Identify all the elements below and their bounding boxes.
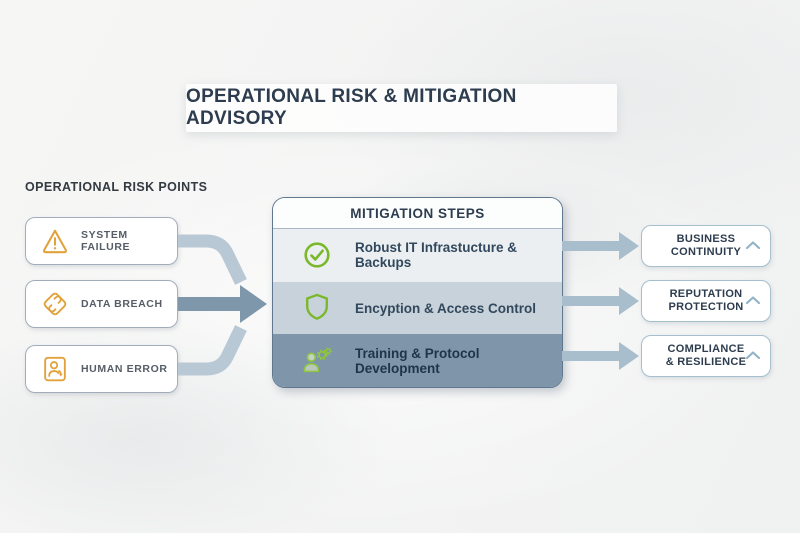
outcome-label-line2: PROTECTION	[668, 301, 744, 313]
step-label: Training & Protocol Development	[355, 345, 480, 376]
risk-node-human-error: HUMAN ERROR	[25, 345, 178, 393]
outcome-compliance-resilience: COMPLIANCE & RESILIENCE	[641, 335, 771, 377]
shield-icon	[301, 292, 333, 324]
chevron-up-icon	[745, 292, 761, 310]
outcome-business-continuity: BUSINESS CONTINUITY	[641, 225, 771, 267]
outcome-label-line1: BUSINESS	[676, 232, 736, 245]
warning-triangle-icon	[39, 225, 71, 257]
risk-points-heading: OPERATIONAL RISK POINTS	[25, 180, 208, 194]
step-label: Robust IT Infrastucture & Backups	[355, 240, 518, 271]
title-card: OPERATIONAL RISK & MITIGATION ADVISORY	[186, 84, 617, 132]
mitigation-step-training: Training & Protocol Development	[273, 334, 562, 387]
flow-arrow-reputation-protection	[562, 287, 639, 315]
user-error-icon	[39, 353, 71, 385]
risk-node-system-failure: SYSTEM FAILURE	[25, 217, 178, 265]
outcome-label-line1: COMPLIANCE	[667, 342, 745, 355]
broken-link-icon	[39, 288, 71, 320]
mitigation-step-encryption: Encyption & Access Control	[273, 281, 562, 335]
risk-node-data-breach: DATA BREACH	[25, 280, 178, 328]
flow-arrow-compliance-resilience	[562, 342, 639, 370]
chevron-up-icon	[745, 347, 761, 365]
training-people-icon	[301, 345, 333, 377]
merge-flow-arrow	[178, 234, 267, 376]
risk-label: HUMAN ERROR	[81, 363, 168, 375]
mitigation-panel: MITIGATION STEPS Robust IT Infrastucture…	[272, 197, 563, 388]
check-circle-icon	[301, 239, 333, 271]
risk-label: SYSTEM FAILURE	[81, 229, 131, 253]
flow-arrow-business-continuity	[562, 232, 639, 260]
page-title: OPERATIONAL RISK & MITIGATION ADVISORY	[186, 86, 517, 129]
outcome-label-line2: CONTINUITY	[670, 246, 742, 258]
outcome-label-line2: & RESILIENCE	[665, 356, 747, 368]
chevron-up-icon	[745, 237, 761, 255]
risk-label: DATA BREACH	[81, 298, 163, 310]
outcome-label-line1: REPUTATION	[669, 287, 743, 300]
mitigation-panel-header: MITIGATION STEPS	[273, 198, 562, 229]
mitigation-heading: MITIGATION STEPS	[350, 205, 485, 221]
mitigation-step-infrastructure: Robust IT Infrastucture & Backups	[273, 229, 562, 282]
step-label: Encyption & Access Control	[355, 300, 537, 316]
outcome-reputation-protection: REPUTATION PROTECTION	[641, 280, 771, 322]
